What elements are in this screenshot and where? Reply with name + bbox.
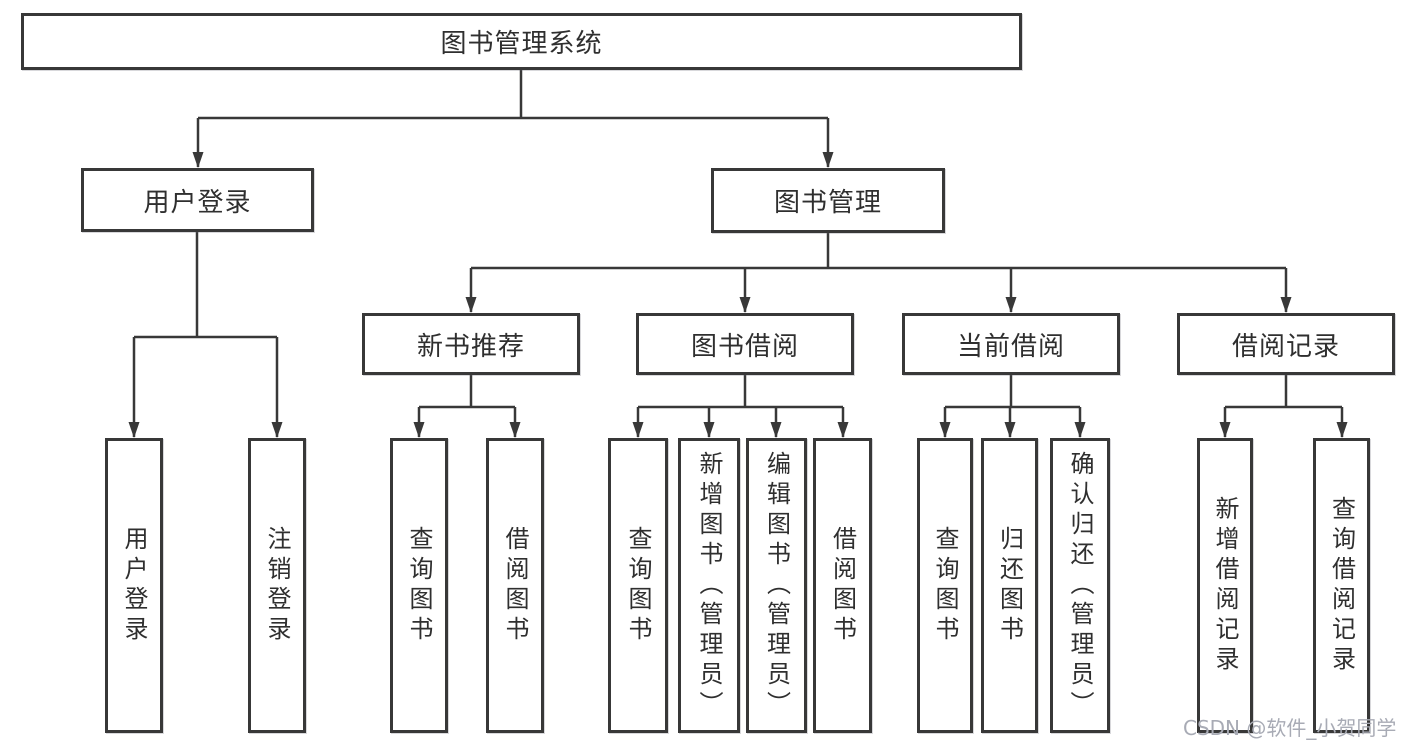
leaf-confirm-return-admin: 确认归还（管理员） [1050,438,1110,733]
leaf-return-books-label: 归还图书 [995,525,1024,646]
leaf-add-books-admin-label: 新增图书（管理员） [695,450,723,721]
node-borrow-record: 借阅记录 [1177,313,1395,375]
leaf-return-books: 归还图书 [981,438,1038,733]
node-book-management: 图书管理 [711,168,945,233]
leaf-query-books-current-label: 查询图书 [931,525,959,646]
leaf-logout-login-label: 注销登录 [263,525,291,646]
leaf-query-books-recommend: 查询图书 [390,438,448,733]
leaf-borrow-books-recommend: 借阅图书 [486,438,544,733]
leaf-query-books-current: 查询图书 [917,438,973,733]
node-new-book-recommend: 新书推荐 [362,313,580,375]
leaf-user-login-label: 用户登录 [120,525,148,646]
leaf-edit-books-admin-label: 编辑图书（管理员） [762,450,791,721]
leaf-query-borrow-record-label: 查询借阅记录 [1327,495,1356,676]
leaf-add-borrow-record: 新增借阅记录 [1197,438,1253,733]
connector-trunks [134,70,1342,409]
leaf-query-books-borrow: 查询图书 [608,438,668,733]
leaf-query-books-recommend-label: 查询图书 [405,525,433,646]
leaf-add-borrow-record-label: 新增借阅记录 [1211,495,1239,676]
leaf-borrow-books-recommend-label: 借阅图书 [501,525,529,646]
leaf-confirm-return-admin-label: 确认归还（管理员） [1066,450,1094,721]
node-book-borrow: 图书借阅 [636,313,854,375]
leaf-add-books-admin: 新增图书（管理员） [678,438,740,733]
leaf-query-books-borrow-label: 查询图书 [624,525,652,646]
leaf-logout-login: 注销登录 [248,438,306,733]
watermark-text: CSDN @软件_小贺同学 [1183,716,1397,740]
leaf-edit-books-admin: 编辑图书（管理员） [746,438,807,733]
leaf-user-login: 用户登录 [105,438,163,733]
leaf-query-borrow-record: 查询借阅记录 [1313,438,1370,733]
leaf-borrow-books: 借阅图书 [813,438,872,733]
node-current-borrow: 当前借阅 [902,313,1120,375]
node-user-login: 用户登录 [81,168,314,232]
node-root: 图书管理系统 [21,13,1022,70]
leaf-borrow-books-label: 借阅图书 [828,525,857,646]
